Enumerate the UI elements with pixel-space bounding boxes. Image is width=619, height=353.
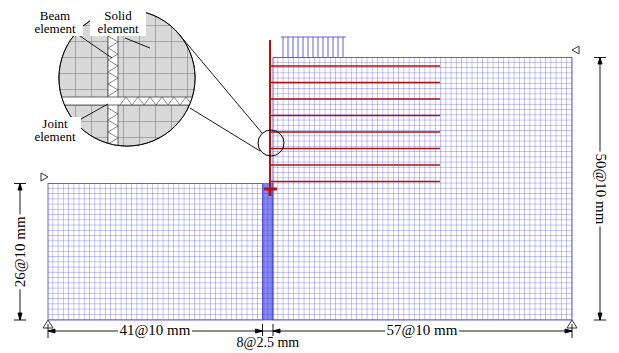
dimension-lines — [14, 58, 606, 339]
left-soil-mesh — [48, 184, 263, 321]
callout-label: Joint element — [29, 117, 81, 144]
dimension-label: 8@2.5 mm — [235, 336, 302, 351]
surcharge-load — [281, 37, 346, 57]
right-soil-mesh — [273, 58, 572, 321]
callout-label: Beam element — [27, 9, 83, 36]
wall-and-anchors — [264, 40, 440, 196]
dimension-label: 50@10 mm — [592, 151, 608, 226]
inset-detail — [50, 5, 284, 156]
dimension-label: 26@10 mm — [12, 214, 28, 289]
callout-label: Solid element — [90, 9, 146, 36]
fine-band-mesh — [263, 184, 274, 321]
dimension-label: 41@10 mm — [118, 323, 193, 339]
dimension-label: 57@10 mm — [385, 323, 460, 339]
fine-band-fill — [263, 184, 274, 321]
